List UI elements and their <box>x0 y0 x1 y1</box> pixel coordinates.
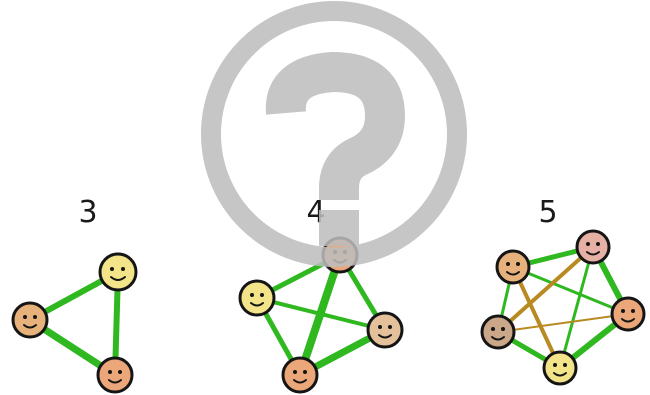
link <box>497 313 629 333</box>
person-face <box>575 229 611 265</box>
person-face <box>238 279 276 317</box>
person-face <box>281 356 319 394</box>
person-face <box>366 311 404 349</box>
links <box>254 251 389 379</box>
person-face <box>480 314 516 350</box>
link <box>496 245 595 334</box>
question-mark-circle-icon <box>201 1 467 267</box>
link <box>558 245 595 370</box>
group-three-people: 3 <box>11 195 138 394</box>
person-face <box>98 252 138 292</box>
person-face <box>11 301 49 339</box>
person-face <box>96 356 134 394</box>
link <box>255 296 387 332</box>
link <box>511 265 630 316</box>
group-count-label: 5 <box>538 195 557 230</box>
group-count-label: 3 <box>78 195 97 230</box>
person-face <box>610 296 646 332</box>
link <box>511 265 562 370</box>
person-face <box>495 249 531 285</box>
group-five-people: 5 <box>480 195 646 386</box>
person-face <box>542 350 578 386</box>
